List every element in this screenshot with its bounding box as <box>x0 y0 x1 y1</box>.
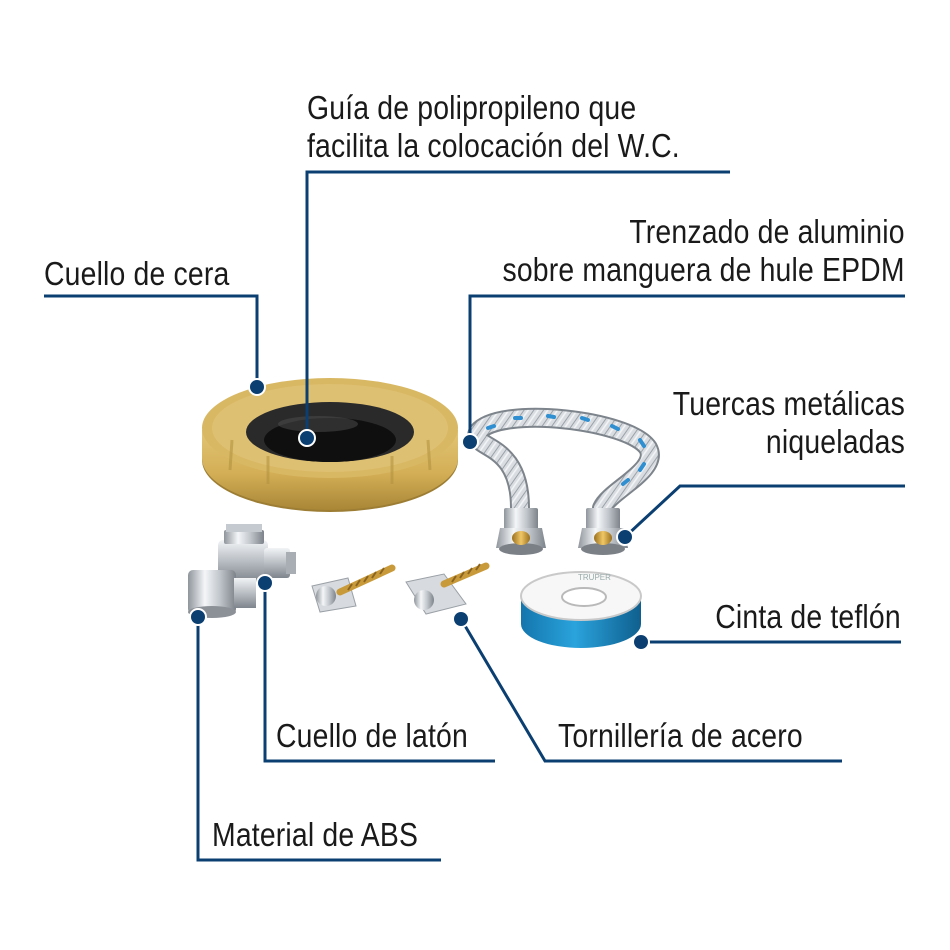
leader-dot-cuello-cera <box>248 378 266 396</box>
leader-line-tornilleria <box>459 618 842 763</box>
wax-ring <box>202 378 458 512</box>
label-tuercas-line2: niqueladas <box>765 423 905 460</box>
label-tuercas-metalicas: Tuercas metálicas niqueladas <box>673 385 905 461</box>
label-tornilleria-acero: Tornillería de acero <box>558 717 803 755</box>
label-trenzado-line1: Trenzado de aluminio <box>629 213 905 250</box>
leader-line-trenzado <box>468 294 905 442</box>
leader-line-cuello-cera <box>44 294 259 387</box>
label-cuello-cera-text: Cuello de cera <box>44 255 230 292</box>
teflon-brand-text: TRUPER <box>578 573 611 582</box>
leader-dot-tornilleria <box>452 610 470 628</box>
teflon-tape-roll: TRUPER <box>520 571 642 648</box>
leader-dot-trenzado <box>461 433 479 451</box>
label-cinta-teflon: Cinta de teflón <box>715 598 901 636</box>
label-laton-text: Cuello de latón <box>276 717 468 754</box>
leader-dot-tuercas <box>616 528 634 546</box>
steel-screw-right <box>405 562 490 615</box>
braided-hose <box>467 407 660 555</box>
steel-screw-left <box>311 564 396 613</box>
angle-valve <box>188 524 296 618</box>
label-guia-line2: facilita la colocación del W.C. <box>307 127 680 164</box>
label-tuercas-line1: Tuercas metálicas <box>672 385 905 422</box>
label-trenzado-aluminio: Trenzado de aluminio sobre manguera de h… <box>503 213 905 289</box>
label-guia-line1: Guía de polipropileno que <box>307 89 637 126</box>
leader-dot-abs <box>189 608 207 626</box>
label-tornilleria-text: Tornillería de acero <box>558 717 803 754</box>
leader-line-tuercas <box>623 484 905 539</box>
leader-dot-laton <box>256 574 274 592</box>
leader-line-guia <box>305 170 730 438</box>
label-abs-text: Material de ABS <box>212 816 419 853</box>
label-guia-polipropileno: Guía de polipropileno que facilita la co… <box>307 89 680 165</box>
leader-dot-guia <box>298 429 316 447</box>
label-cuello-laton: Cuello de latón <box>276 717 468 755</box>
label-cinta-text: Cinta de teflón <box>715 598 901 635</box>
leader-line-abs <box>196 617 441 862</box>
label-trenzado-line2: sobre manguera de hule EPDM <box>502 251 905 288</box>
leader-dot-cinta <box>632 633 650 651</box>
label-cuello-cera: Cuello de cera <box>44 255 229 293</box>
label-material-abs: Material de ABS <box>212 816 418 854</box>
leader-line-laton <box>263 583 495 763</box>
